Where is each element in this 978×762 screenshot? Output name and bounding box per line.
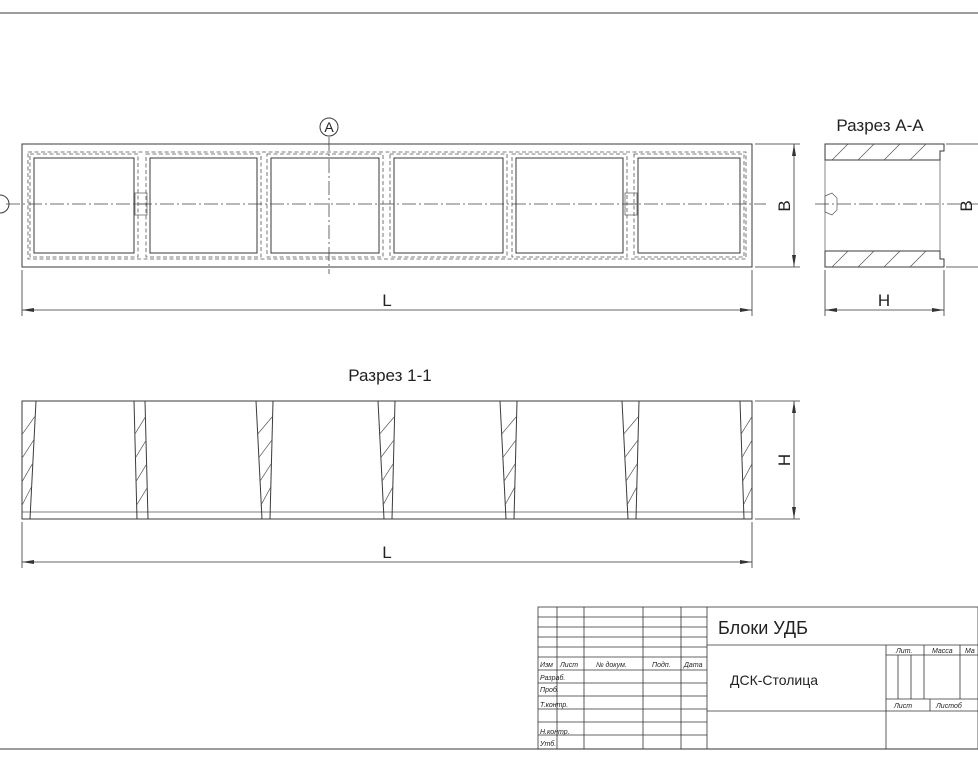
tb-stamp-sheet: Лист	[893, 703, 912, 710]
plan-cell-3	[266, 153, 384, 258]
sheet-frame	[0, 12, 978, 750]
section-marker-1-circle	[0, 194, 10, 214]
section-marker-a-circle	[319, 117, 339, 137]
plan-cell-4	[389, 153, 508, 258]
plan-dim-length: L	[21, 270, 753, 316]
plan-dim-length-label: L	[382, 291, 391, 310]
tb-stamp-scale: Ма	[965, 648, 975, 655]
title-block: Блоки УДБ ДСК-Столица Изм Лист № докум. …	[537, 606, 978, 750]
tb-header-sign: Подп.	[652, 661, 671, 669]
section-walls	[21, 400, 753, 520]
title-product-name: Блоки УДБ	[718, 618, 808, 638]
plan-cell-1	[29, 153, 139, 258]
plan-cells	[29, 153, 745, 258]
tb-stamp-sheets: Листоб	[935, 702, 963, 710]
plan-view: А L В	[0, 117, 800, 316]
section-11: Разрез 1-1 L Н	[21, 366, 800, 568]
section-aa-dim-height-label: Н	[878, 291, 890, 310]
title-organization: ДСК-Столица	[730, 672, 818, 688]
section-aa-dim-width: В	[946, 143, 978, 268]
plan-cell-6	[633, 153, 745, 258]
plan-cell-2	[145, 153, 262, 258]
section-11-dim-length-label: L	[382, 543, 391, 562]
tb-role-tech-control: Т.контр.	[540, 702, 568, 709]
plan-cell-5	[511, 153, 628, 258]
tb-role-approved: Утб.	[539, 740, 556, 748]
tb-role-norm-control: Н.контр.	[540, 729, 570, 736]
tb-header-doc: № докум.	[596, 661, 627, 669]
section-11-dim-length: L	[21, 522, 753, 568]
section-wall-7	[739, 400, 753, 520]
section-wall-4	[377, 400, 396, 520]
section-11-title: Разрез 1-1	[348, 366, 431, 385]
tb-header-list: Лист	[559, 662, 578, 669]
tb-header-date: Дата	[683, 662, 703, 669]
section-aa-dim-width-label: В	[957, 200, 976, 211]
tb-role-checker: Проб.	[540, 686, 559, 694]
section-11-dim-height: Н	[755, 400, 800, 520]
tb-stamp-mass: Масса	[932, 648, 953, 655]
section-aa-dim-height: Н	[824, 270, 945, 316]
section-11-dim-height-label: Н	[775, 454, 794, 466]
section-wall-5	[499, 400, 518, 520]
section-wall-1	[21, 400, 37, 520]
section-aa: Разрез А-А Н	[815, 116, 978, 316]
tb-header-izm: Изм	[540, 662, 553, 669]
tb-role-developer: Разраб.	[540, 674, 565, 682]
plan-dim-width-label: В	[775, 200, 794, 211]
section-aa-title: Разрез А-А	[836, 116, 924, 135]
section-wall-2	[133, 400, 149, 520]
section-marker-a-label: А	[324, 119, 334, 135]
section-wall-3	[255, 400, 274, 520]
plan-dim-width: В	[755, 143, 800, 268]
section-wall-6	[621, 400, 640, 520]
tb-stamp-lit: Лит.	[895, 648, 912, 655]
